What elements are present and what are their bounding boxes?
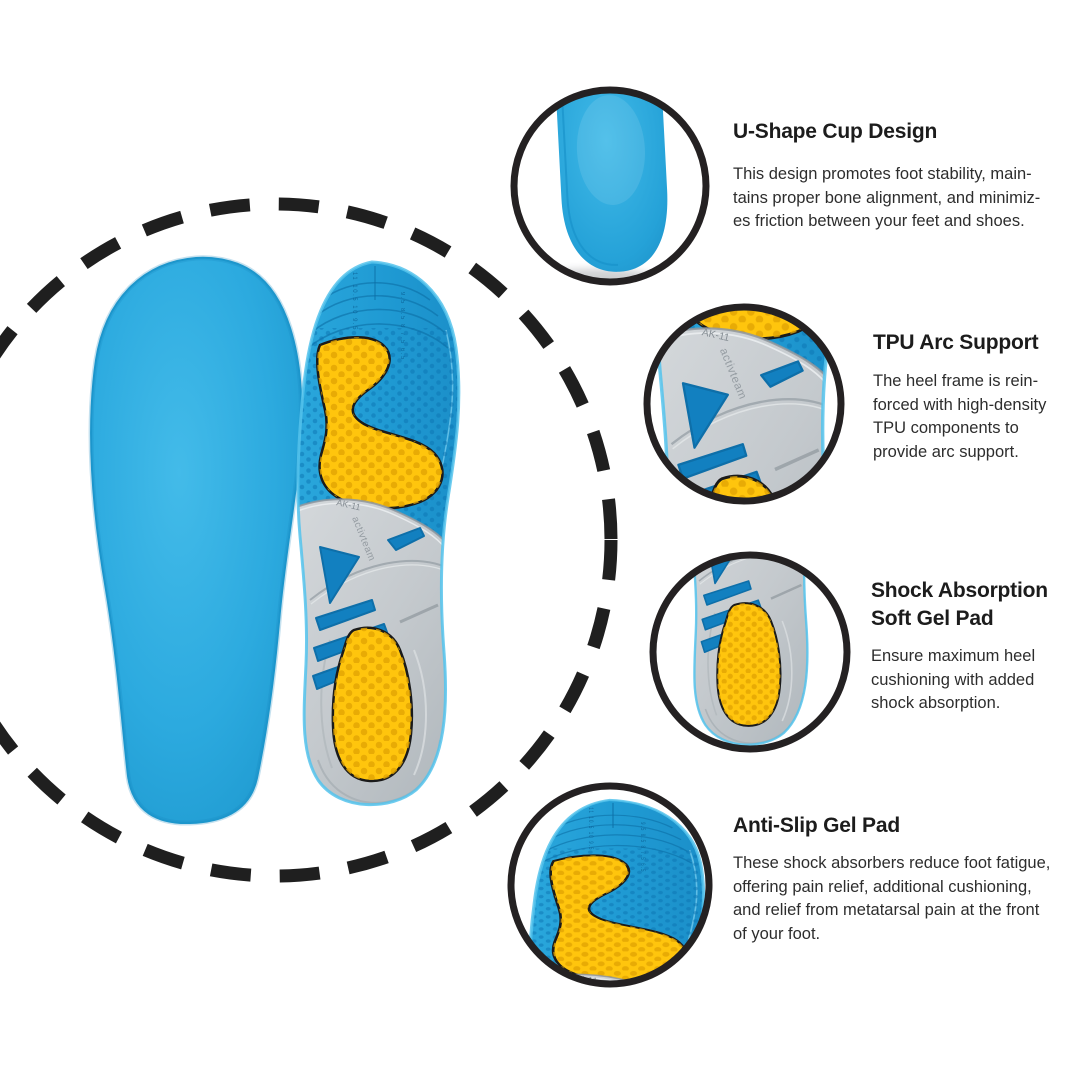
callout-figure-u-shape-cup bbox=[510, 86, 710, 286]
insole-underside-view: 11 10.5 10 9.5 9.5 8.5 8 7.5 6.5 bbox=[296, 260, 461, 806]
size-marks: 11 10.5 10 9.5 9.5 8.5 8 7.5 6.5 bbox=[351, 272, 405, 361]
callout-tpu-arc-support: TPU Arc Support The heel frame is rein- … bbox=[873, 329, 1073, 464]
body-line: forced with high-density bbox=[873, 395, 1047, 414]
callout-anti-slip-gel-pad: Anti-Slip Gel Pad These shock absorbers … bbox=[733, 812, 1078, 946]
forefoot-gel-pad bbox=[316, 336, 444, 510]
callout-figure-forefoot-pad bbox=[507, 782, 713, 988]
body-line: of your foot. bbox=[733, 924, 821, 943]
body-line: provide arc support. bbox=[873, 442, 1019, 461]
circle-ring bbox=[643, 303, 845, 505]
callout-title: Anti-Slip Gel Pad bbox=[733, 814, 900, 837]
body-line: and relief from metatarsal pain at the f… bbox=[733, 901, 1040, 919]
heel-cup-shape bbox=[554, 93, 668, 272]
callout-figure-heel-pad bbox=[649, 551, 851, 753]
circle-ring bbox=[510, 86, 710, 286]
title-line: Soft Gel Pad bbox=[871, 607, 994, 630]
dashed-highlight-circle bbox=[0, 197, 618, 883]
callout-u-shape-cup: U-Shape Cup Design This design promotes … bbox=[733, 118, 1073, 234]
callout-title: Shock Absorption Soft Gel Pad bbox=[871, 577, 1080, 633]
callout-body: These shock absorbers reduce foot fatigu… bbox=[733, 852, 1078, 946]
size-marks-right: 9.5 8.5 8 7.5 6.5 bbox=[399, 292, 405, 361]
callout-title: U-Shape Cup Design bbox=[733, 120, 938, 143]
body-line: shock absorption. bbox=[871, 694, 1001, 712]
callout-shock-absorption: Shock Absorption Soft Gel Pad Ensure max… bbox=[871, 577, 1080, 716]
callout-body: Ensure maximum heel cushioning with adde… bbox=[871, 645, 1080, 716]
body-line: tains proper bone alignment, and minimiz… bbox=[733, 188, 1041, 207]
body-line: These shock absorbers reduce foot fatigu… bbox=[733, 854, 1051, 872]
body-line: This design promotes foot stability, mai… bbox=[733, 165, 1032, 183]
body-line: cushioning with added bbox=[871, 670, 1035, 689]
callout-body: This design promotes foot stability, mai… bbox=[733, 163, 1073, 234]
callout-figure-tpu-arc bbox=[643, 303, 845, 505]
size-marks-left: 11 10.5 10 9.5 bbox=[351, 272, 357, 331]
body-line: offering pain relief, additional cushion… bbox=[733, 877, 1032, 896]
callout-body: The heel frame is rein- forced with high… bbox=[873, 370, 1073, 464]
body-line: es friction between your feet and shoes. bbox=[733, 212, 1025, 230]
heel-gel-pad bbox=[331, 626, 414, 783]
body-line: The heel frame is rein- bbox=[873, 372, 1039, 390]
body-line: TPU components to bbox=[873, 419, 1019, 437]
callout-title: TPU Arc Support bbox=[873, 331, 1039, 354]
circle-ring bbox=[649, 551, 851, 753]
title-line: Shock Absorption bbox=[871, 579, 1048, 602]
body-line: Ensure maximum heel bbox=[871, 647, 1036, 665]
insole-top-view bbox=[88, 255, 304, 826]
circle-ring bbox=[507, 782, 713, 988]
